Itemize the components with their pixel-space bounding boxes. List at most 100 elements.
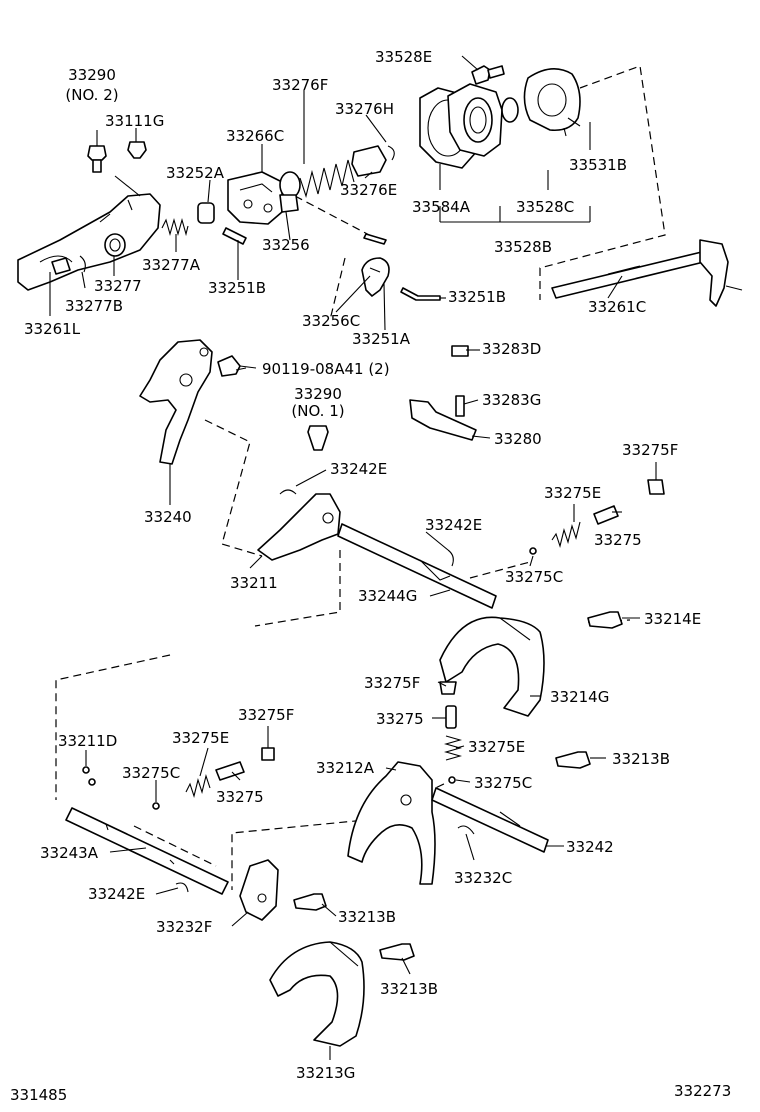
label-33290-no1: 33290: [294, 385, 342, 403]
pin-33277b: [51, 255, 86, 275]
label-33277: 33277: [94, 277, 142, 295]
cover-housing-33261l: [17, 193, 161, 291]
label-33242e-b: 33242E: [425, 516, 482, 534]
label-33584a: 33584A: [412, 198, 471, 216]
bolt-33290-no1: [307, 425, 329, 451]
bolt-33214e: [587, 611, 623, 629]
pin-33275-mid: [445, 705, 457, 729]
sensor-33280: [409, 399, 477, 441]
label-33275c-a: 33275C: [505, 568, 563, 586]
label-33242: 33242: [566, 838, 614, 856]
bolt-33528e: [471, 65, 505, 85]
plug-33275f-low: [261, 747, 275, 761]
label-33531b: 33531B: [569, 156, 627, 174]
label-33261l: 33261L: [24, 320, 81, 338]
label-33213g: 33213G: [296, 1064, 355, 1082]
label-33243a: 33243A: [40, 844, 99, 862]
plug-33275f-top: [647, 479, 665, 495]
label-33214e: 33214E: [644, 610, 701, 628]
label-33280: 33280: [494, 430, 542, 448]
plug-33283d: [451, 345, 469, 357]
bolt-33213b-low: [379, 943, 415, 961]
label-33213b-b: 33213B: [338, 908, 396, 926]
label-33283d: 33283D: [482, 340, 541, 358]
footer-left-code: 331485: [10, 1086, 67, 1104]
bushing-33277: [104, 233, 126, 257]
label-90119: 90119-08A41 (2): [262, 360, 390, 378]
pin-33251b-small: [363, 233, 387, 245]
seal-ring: [501, 97, 519, 123]
ball-33275c-low: [152, 802, 160, 810]
label-33277b: 33277B: [65, 297, 123, 315]
part-labels: 33290 (NO. 2) 33111G 33276F 33276H 33266…: [24, 48, 701, 1082]
pin-33283g: [455, 395, 465, 417]
pin-33275-low: [215, 761, 245, 781]
fork-33211: [257, 493, 341, 561]
clip-33242e-mid: [447, 549, 454, 567]
label-33290-no1-sub: (NO. 1): [291, 402, 344, 420]
label-33256c: 33256C: [302, 312, 360, 330]
ball-33211d: [82, 766, 96, 786]
plug-33111g: [127, 141, 147, 159]
collar-33256: [279, 194, 299, 213]
shaft-33242: [431, 787, 549, 853]
leader-lines: [49, 55, 657, 1060]
label-33275c-b: 33275C: [122, 764, 180, 782]
spring-33275e-low: [185, 774, 211, 798]
fork-33213g: [269, 941, 365, 1047]
label-33276h: 33276H: [335, 100, 394, 118]
label-33275-c: 33275: [216, 788, 264, 806]
retainer-33528c: [447, 83, 503, 157]
label-33240: 33240: [144, 508, 192, 526]
label-33251a: 33251A: [352, 330, 411, 348]
label-33213b-a: 33213B: [612, 750, 670, 768]
pin-33251b-right: [400, 287, 441, 301]
label-33252a: 33252A: [166, 164, 225, 182]
label-33256: 33256: [262, 236, 310, 254]
collar-33252a: [197, 202, 215, 224]
label-33275-b: 33275: [376, 710, 424, 728]
label-33275f-c: 33275F: [238, 706, 294, 724]
shaft-33243a: [65, 807, 229, 895]
lever-housing-33266c: [227, 171, 283, 225]
spring-33275e-top: [551, 521, 581, 548]
label-33212a: 33212A: [316, 759, 375, 777]
label-33290-no2-sub: (NO. 2): [65, 86, 118, 104]
label-33244g: 33244G: [358, 587, 417, 605]
label-33275e-a: 33275E: [544, 484, 601, 502]
label-33276e: 33276E: [340, 181, 397, 199]
label-33232f: 33232F: [156, 918, 212, 936]
label-33275f-b: 33275F: [364, 674, 420, 692]
ball-33275c-right: [448, 776, 456, 784]
label-33528c: 33528C: [516, 198, 574, 216]
clip-33242e-low: [175, 882, 189, 893]
pin-33251b-left: [222, 227, 247, 245]
lever-33256c: [361, 257, 390, 297]
retainer-33276e: [351, 145, 387, 177]
footer-codes: 331485 332273: [10, 1082, 731, 1104]
bolt-33290-no2: [87, 145, 107, 173]
label-33275e-c: 33275E: [172, 729, 229, 747]
label-33275e-b: 33275E: [468, 738, 525, 756]
bolt-90119: [217, 355, 247, 377]
label-33275c-c: 33275C: [474, 774, 532, 792]
ball-33275c-top: [529, 547, 537, 555]
label-33213b-c: 33213B: [380, 980, 438, 998]
clip-33276h: [387, 145, 395, 161]
pin-33275-top: [593, 505, 619, 525]
label-33275f-a: 33275F: [622, 441, 678, 459]
label-33277a: 33277A: [142, 256, 201, 274]
footer-right-code: 332273: [674, 1082, 731, 1100]
spring-33275e-mid: [443, 735, 463, 761]
bolt-33213b-mid: [293, 893, 327, 911]
cover-33531b: [523, 68, 581, 137]
label-33242e-c: 33242E: [88, 885, 145, 903]
label-33211: 33211: [230, 574, 278, 592]
bolt-33213b-right: [555, 751, 591, 769]
clip-33242e-top: [279, 489, 297, 495]
block-33232f: [239, 859, 279, 921]
fork-33214g: [439, 616, 545, 717]
label-33211d: 33211D: [58, 732, 117, 750]
label-33528b: 33528B: [494, 238, 552, 256]
